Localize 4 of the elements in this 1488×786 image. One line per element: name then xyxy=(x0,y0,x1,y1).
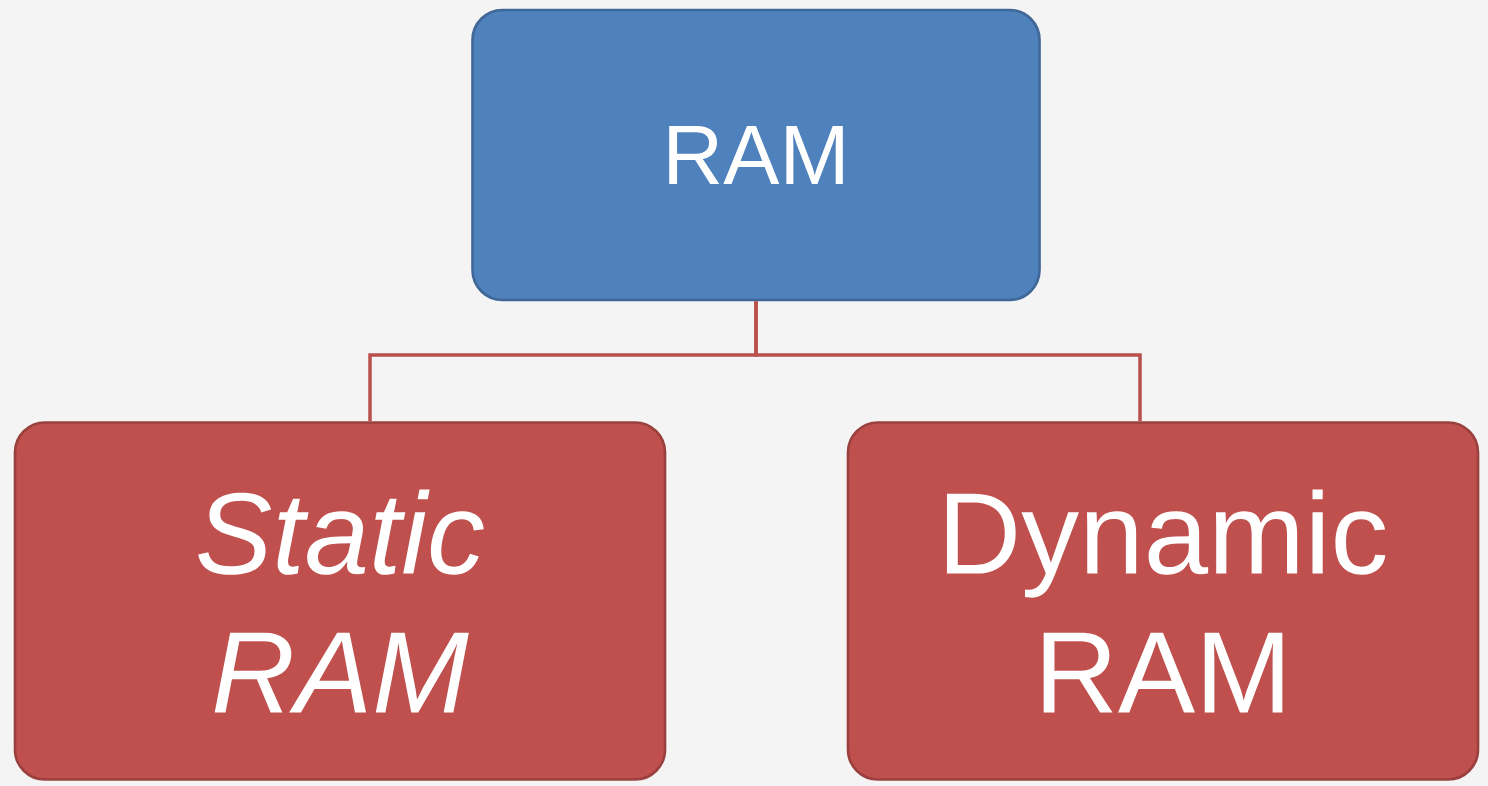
box: Dynamic RAM xyxy=(846,421,1480,781)
box: RAM xyxy=(471,8,1041,302)
connector-line xyxy=(754,301,1142,422)
box: Static RAM xyxy=(13,421,667,781)
